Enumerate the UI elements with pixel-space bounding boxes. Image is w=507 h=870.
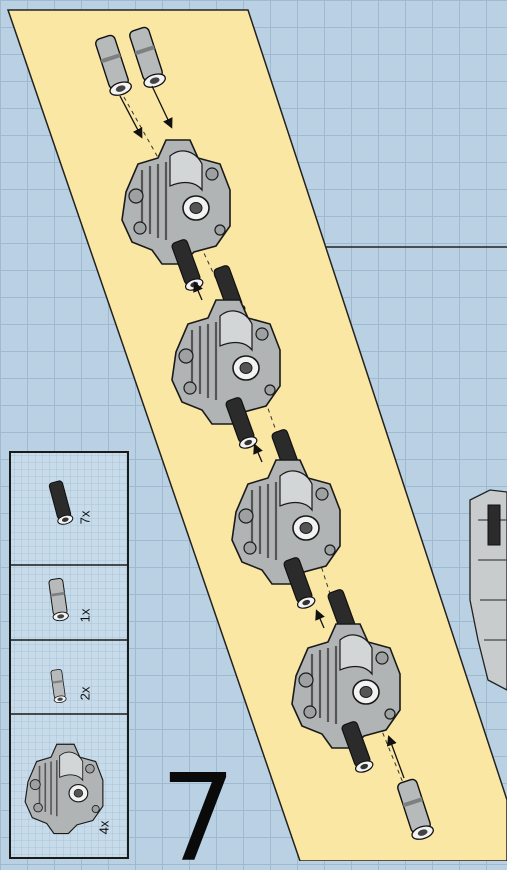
partial-assembly-edge bbox=[470, 490, 507, 690]
parts-quantity-label: 2x bbox=[77, 687, 92, 701]
parts-quantity-label: 1x bbox=[77, 609, 92, 623]
step-number: 7 bbox=[160, 760, 240, 870]
parts-quantity-label: 4x bbox=[96, 821, 111, 835]
parts-quantity-label: 7x bbox=[77, 511, 92, 525]
